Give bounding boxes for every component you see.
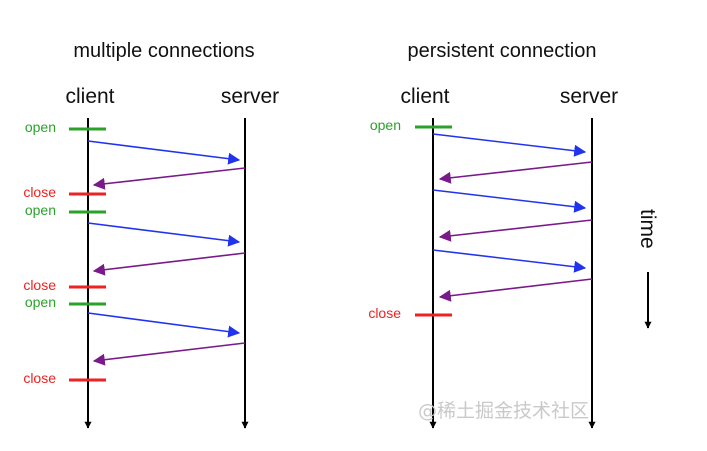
- panel-title: multiple connections: [73, 40, 254, 62]
- open-label: open: [25, 294, 56, 310]
- request-arrow: [87, 140, 241, 165]
- open-label: open: [25, 202, 56, 218]
- request-arrow: [87, 222, 241, 247]
- open-label: open: [370, 117, 401, 133]
- response-arrow: [92, 342, 246, 366]
- close-label: close: [368, 305, 401, 321]
- server-label: server: [221, 85, 279, 108]
- client-label: client: [65, 85, 114, 108]
- time-label: time: [636, 209, 659, 249]
- request-arrow: [432, 189, 587, 213]
- response-arrow: [92, 252, 246, 276]
- response-arrow: [438, 219, 593, 242]
- request-arrow: [432, 133, 587, 157]
- client-label: client: [400, 85, 449, 108]
- close-label: close: [23, 370, 56, 386]
- request-arrow: [87, 312, 241, 338]
- watermark: @稀土掘金技术社区: [418, 400, 589, 422]
- response-arrow: [438, 161, 593, 184]
- close-label: close: [23, 277, 56, 293]
- response-arrow: [92, 167, 246, 190]
- panel-title: persistent connection: [407, 40, 596, 62]
- close-label: close: [23, 184, 56, 200]
- persistent-connection-panel: persistent connection client server open…: [368, 40, 618, 429]
- multiple-connections-panel: multiple connections client server open …: [23, 40, 279, 429]
- request-arrow: [432, 249, 587, 273]
- response-arrow: [438, 278, 593, 302]
- time-indicator: time: [636, 209, 659, 329]
- server-label: server: [560, 85, 618, 108]
- open-label: open: [25, 119, 56, 135]
